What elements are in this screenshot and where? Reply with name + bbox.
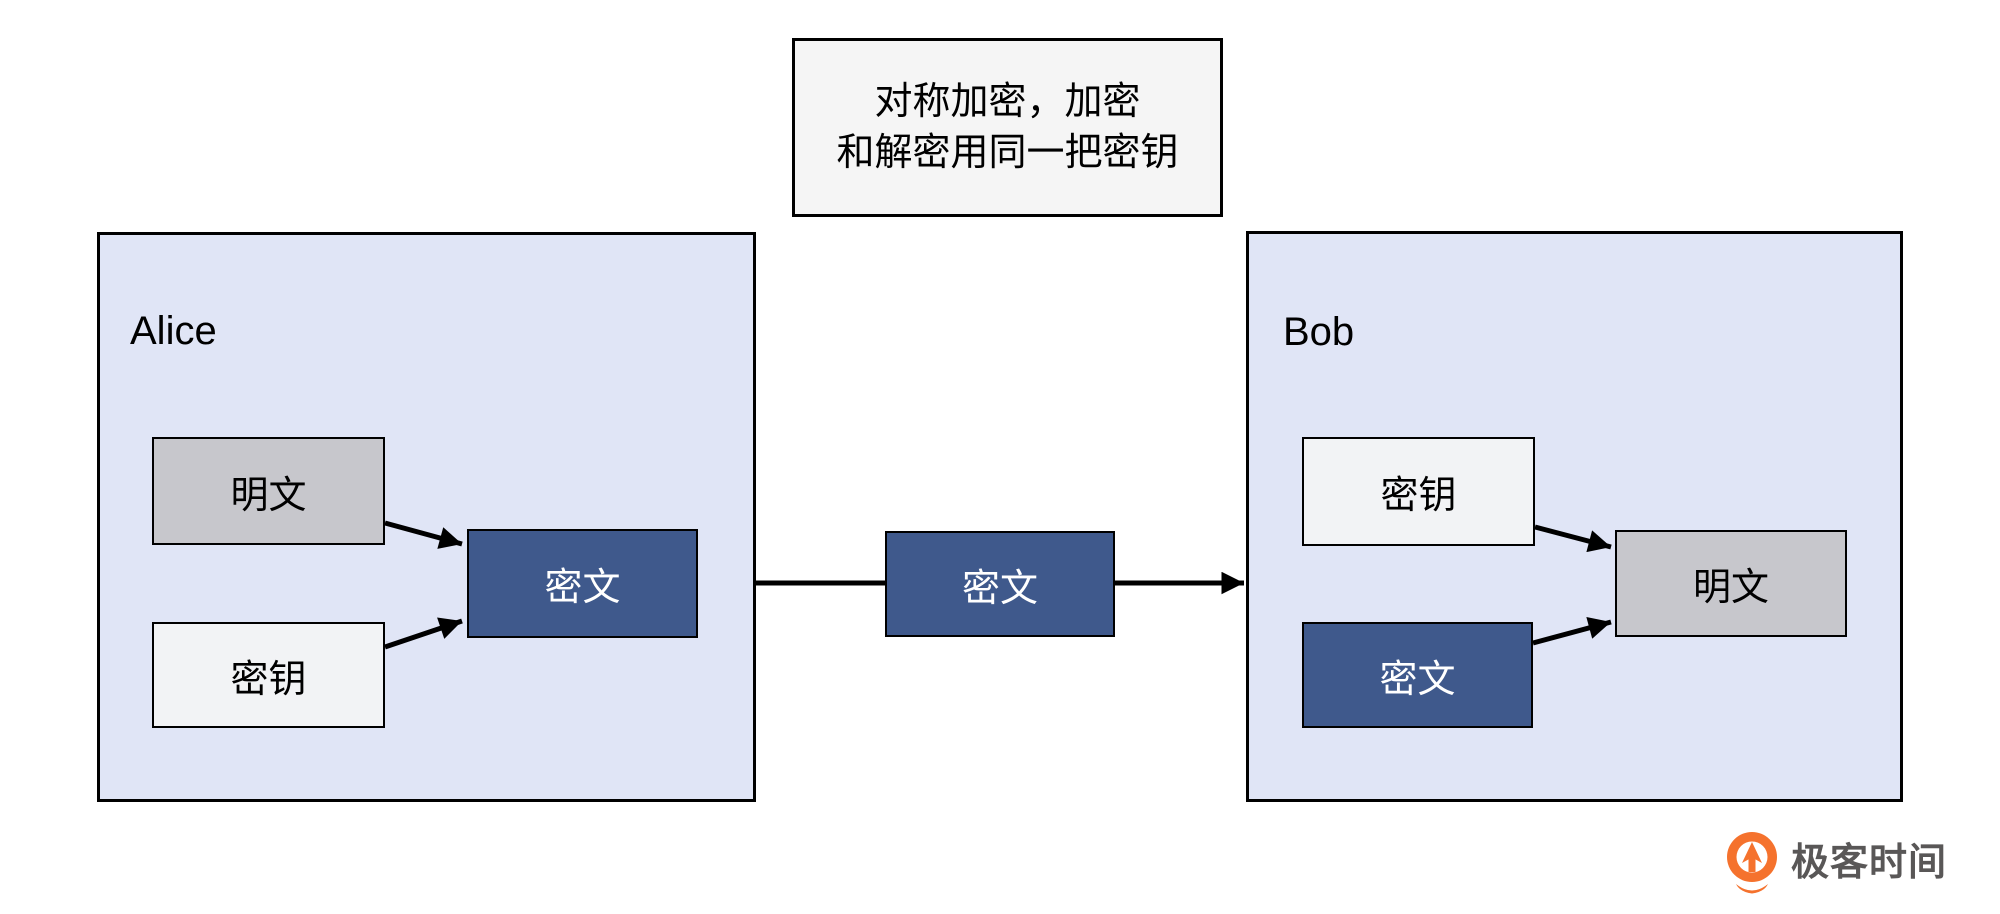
geektime-logo: 极客时间 bbox=[1725, 831, 1947, 895]
bob-cipher-label: 密文 bbox=[1379, 658, 1456, 701]
bob-key-node: 密钥 bbox=[1302, 437, 1535, 546]
alice-plaintext-node: 明文 bbox=[152, 437, 385, 545]
bob-key-label: 密钥 bbox=[1380, 475, 1457, 517]
bob-panel-label: Bob bbox=[1283, 310, 1355, 354]
bob-plaintext-node: 明文 bbox=[1615, 530, 1847, 637]
channel-cipher-label: 密文 bbox=[961, 567, 1038, 610]
arrow-bob-cipher-to-plaintext bbox=[1532, 616, 1612, 646]
alice-cipher-node: 密文 bbox=[467, 529, 698, 638]
geektime-pin-icon bbox=[1725, 831, 1779, 895]
arrow-bob-key-to-plaintext bbox=[1534, 524, 1612, 553]
arrow-alice-plaintext-to-cipher bbox=[384, 520, 463, 549]
geektime-logo-text: 极客时间 bbox=[1791, 842, 1948, 884]
bob-cipher-node: 密文 bbox=[1302, 622, 1533, 728]
alice-cipher-label: 密文 bbox=[544, 567, 621, 609]
channel-cipher-node: 密文 bbox=[885, 531, 1115, 637]
alice-key-node: 密钥 bbox=[152, 622, 385, 728]
title-note-line1: 对称加密，加密 bbox=[874, 81, 1141, 124]
title-note-line2: 和解密用同一把密钥 bbox=[836, 131, 1179, 174]
alice-panel-label: Alice bbox=[130, 309, 217, 353]
bob-plaintext-label: 明文 bbox=[1692, 567, 1769, 609]
alice-key-label: 密钥 bbox=[230, 658, 307, 701]
alice-plaintext-label: 明文 bbox=[230, 474, 307, 517]
title-note: 对称加密，加密 和解密用同一把密钥 bbox=[792, 38, 1223, 217]
arrow-alice-key-to-cipher bbox=[384, 617, 463, 650]
